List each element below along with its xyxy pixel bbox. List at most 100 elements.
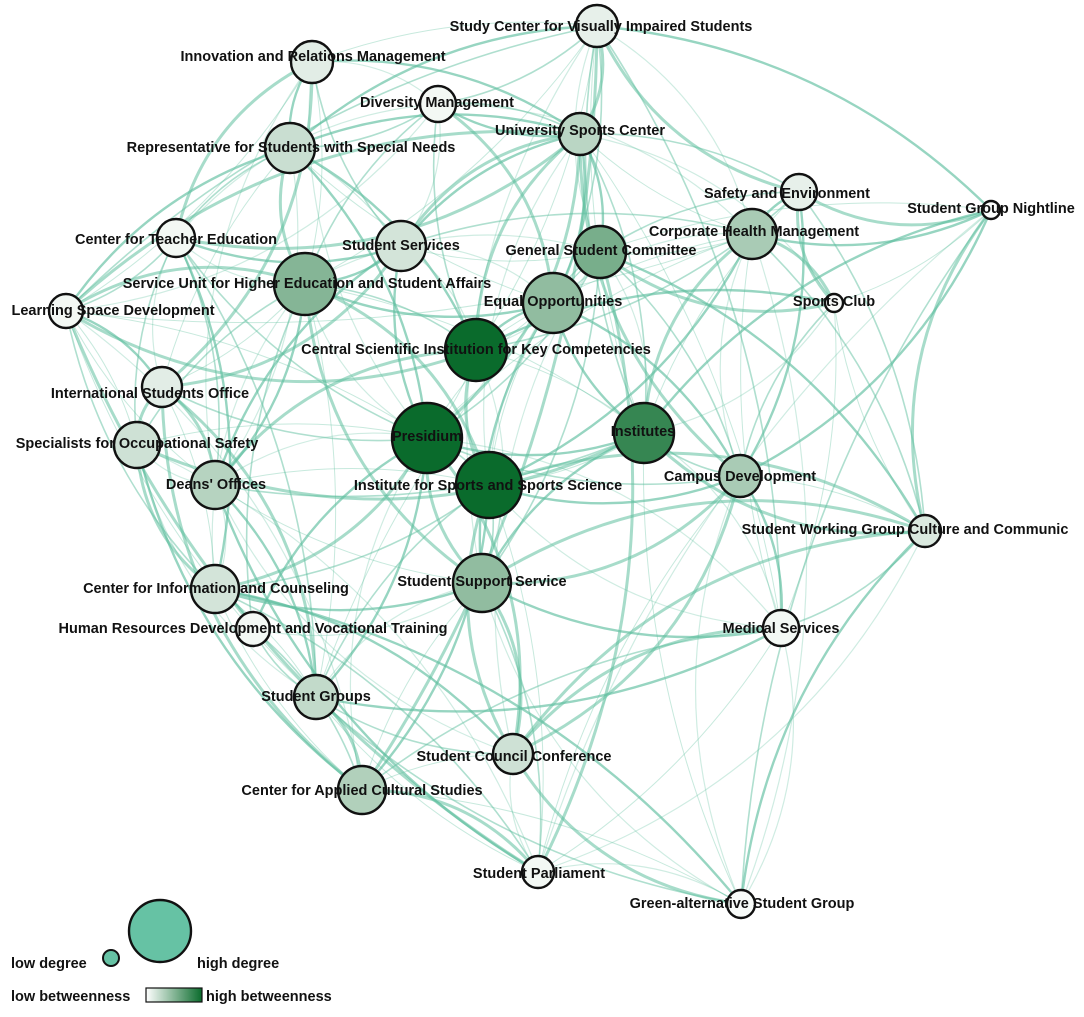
edge-n28-n31 (361, 627, 782, 791)
edge-n32-n29 (315, 696, 539, 873)
edge-n22-n25 (214, 484, 490, 590)
edge-n31-n14 (65, 310, 363, 791)
edge-n22-n12 (304, 282, 491, 486)
legend-low-degree-label: low degree (11, 956, 87, 972)
edge-n17-n10 (161, 245, 403, 389)
edge-n4-n9 (579, 133, 753, 235)
edge-n26-n15 (478, 302, 554, 584)
node-label-n21: Deans' Offices (166, 477, 266, 493)
edge-n11-n24 (599, 250, 927, 532)
edge-n7-n33 (740, 209, 992, 905)
node-n23 (717, 453, 763, 499)
node-label-n32: Student Parliament (473, 866, 605, 882)
node-label-n4: University Sports Center (495, 123, 665, 139)
node-label-n27: Human Resources Development and Vocation… (59, 621, 448, 637)
node-n31 (336, 764, 388, 816)
node-n26 (451, 552, 513, 614)
edge-n20-n21 (214, 432, 645, 498)
node-n15 (521, 271, 585, 335)
edge-n7-n24 (911, 209, 993, 532)
node-n30 (491, 732, 535, 776)
edge-n12-n14 (65, 265, 306, 313)
node-n9 (725, 207, 779, 261)
legend-low-degree-circle (102, 949, 120, 967)
node-label-n26: Student Support Service (397, 574, 566, 590)
edge-n15-n23 (552, 301, 742, 477)
edge-n4-n6 (579, 132, 800, 193)
node-n18 (112, 420, 162, 470)
edge-n32-n25 (214, 588, 539, 873)
edge-n7-n13 (833, 209, 992, 304)
node-layer (47, 3, 1002, 920)
node-n22 (454, 450, 524, 520)
edge-n17-n5 (161, 147, 291, 388)
node-n11 (572, 224, 628, 280)
edge-n30-n21 (214, 484, 514, 755)
edge-n33-n29 (315, 696, 742, 905)
edge-n1-n14 (65, 25, 598, 312)
edge-n19-n14 (65, 310, 428, 439)
node-label-n20: Institutes (611, 424, 675, 440)
edge-n14-n9 (65, 233, 753, 324)
node-label-n31: Center for Applied Cultural Studies (241, 783, 482, 799)
node-label-n13: Sports Club (793, 294, 875, 310)
edge-n2-n4 (311, 59, 581, 135)
edge-n21-n14 (65, 310, 216, 486)
node-label-n25: Center for Information and Counseling (83, 581, 349, 597)
edge-n4-n28 (579, 133, 782, 629)
node-n27 (234, 610, 272, 648)
node-label-n33: Green-alternative Student Group (630, 896, 855, 912)
edge-n25-n8 (174, 237, 232, 590)
node-n10 (374, 219, 428, 273)
edge-n12-n11 (304, 234, 601, 285)
node-label-n5: Representative for Students with Special… (127, 140, 456, 156)
edge-n20-n7 (643, 208, 992, 434)
legend-high-degree-label: high degree (197, 956, 279, 972)
edge-n9-n7 (751, 208, 992, 247)
edge-n23-n33 (694, 475, 742, 905)
node-n16 (443, 317, 509, 383)
legend-betweenness-gradient-bar (145, 987, 203, 1003)
node-n4 (557, 111, 603, 157)
edge-n26-n33 (481, 582, 742, 905)
node-n6 (779, 172, 819, 212)
edge-n24-n23 (739, 475, 926, 532)
legend: low degree high degree low betweenness h… (11, 898, 332, 1005)
edge-n23-n30 (512, 475, 742, 756)
edge-n26-n32 (481, 582, 542, 873)
node-n32 (520, 854, 556, 890)
edge-n20-n28 (643, 432, 782, 629)
node-n21 (189, 459, 241, 511)
node-label-n19: Presidium (392, 429, 462, 445)
edge-n28-n32 (537, 627, 782, 873)
legend-high-degree-circle (127, 898, 193, 964)
node-n1 (574, 3, 620, 49)
edge-n19-n23 (426, 437, 741, 486)
legend-high-betweenness-label: high betweenness (206, 989, 332, 1005)
edge-n1-n28 (596, 25, 782, 629)
node-n24 (907, 513, 943, 549)
node-label-n6: Safety and Environment (704, 186, 870, 202)
node-n28 (761, 608, 801, 648)
edge-n4-n23 (578, 133, 741, 478)
edge-n19-n27 (251, 436, 428, 630)
node-label-n10: Student Services (342, 238, 460, 254)
node-label-n11: General Student Committee (506, 243, 697, 259)
edge-n22-n4 (483, 133, 581, 486)
edge-n9-n28 (740, 233, 782, 629)
node-label-n18: Specialists for Occupational Safety (16, 436, 259, 452)
edge-n23-n6 (738, 191, 805, 477)
edge-n22-n9 (488, 233, 754, 487)
node-n13 (823, 292, 845, 314)
edge-n24-n28 (780, 530, 926, 629)
edge-n18-n8 (134, 237, 177, 446)
node-label-n30: Student Council Conference (417, 749, 612, 765)
edge-n12-n26 (303, 283, 483, 585)
edge-n2-n21 (205, 61, 313, 486)
edge-n8-n3 (175, 103, 439, 239)
edge-n29-n17 (161, 385, 318, 698)
edge-n2-n17 (161, 61, 314, 389)
node-n2 (289, 39, 335, 85)
node-n19 (390, 401, 464, 475)
